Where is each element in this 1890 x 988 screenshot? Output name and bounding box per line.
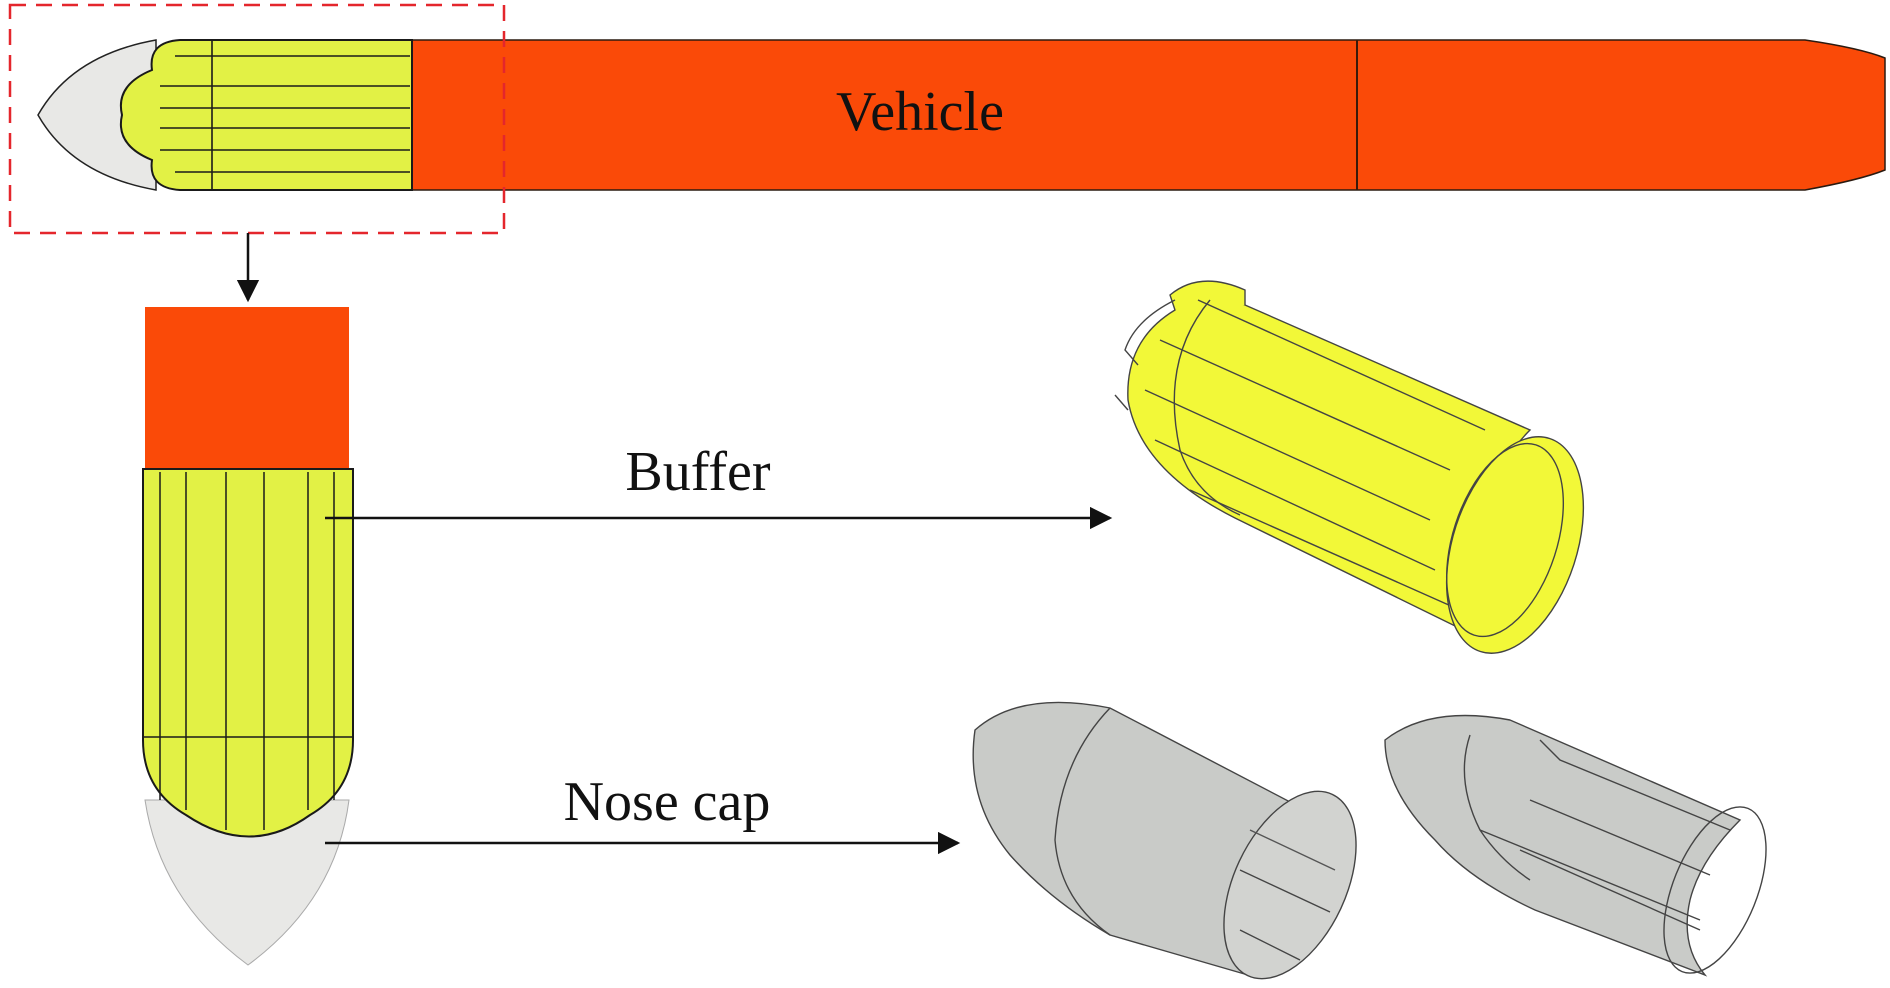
vehicle-side-view: Vehicle xyxy=(37,39,1886,191)
vehicle-body xyxy=(411,39,1886,191)
nose-cap-3d-opening xyxy=(1223,790,1357,980)
nose-cap-3d-exterior xyxy=(972,701,1357,980)
detail-buffer-ribs xyxy=(143,472,353,830)
vehicle-buffer xyxy=(119,39,413,191)
vehicle-buffer-ribs xyxy=(160,40,410,190)
detail-highlight-box xyxy=(8,3,506,235)
nose-section-detail xyxy=(142,307,354,966)
detail-vehicle-body xyxy=(145,307,349,469)
vehicle-label: Vehicle xyxy=(836,81,1004,143)
nose-cap-3d-cutaway-rim xyxy=(1663,806,1767,974)
vehicle-nose-cap xyxy=(37,39,157,191)
detail-nose-cap xyxy=(144,799,350,966)
buffer-3d-model xyxy=(1114,280,1585,654)
detail-buffer xyxy=(142,468,354,838)
nose-cap-label: Nose cap xyxy=(564,771,771,833)
nose-cap-3d-cutaway xyxy=(1384,714,1767,977)
buffer-label: Buffer xyxy=(625,441,770,503)
buffer-3d-end-face xyxy=(1445,436,1585,654)
